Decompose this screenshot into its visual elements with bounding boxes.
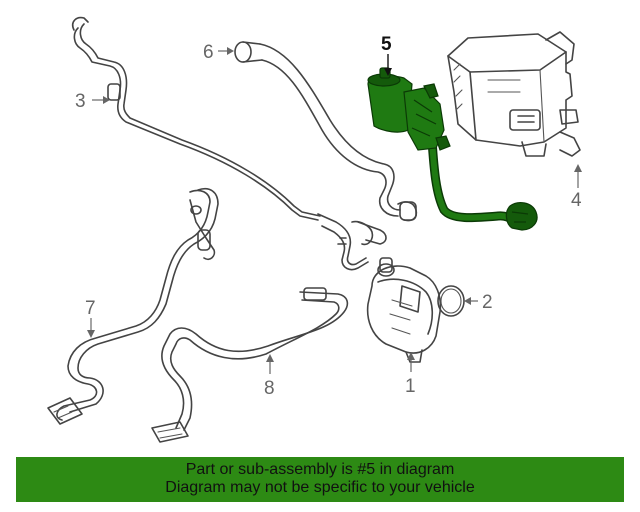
callout-1-label: 1	[405, 376, 416, 397]
callout-2: 2	[464, 292, 493, 313]
callout-8: 8	[264, 354, 275, 399]
callout-8-label: 8	[264, 378, 275, 399]
part-5-purge-valve-assembly[interactable]	[367, 67, 538, 231]
callout-3-label: 3	[75, 91, 86, 112]
callout-2-label: 2	[482, 292, 493, 313]
part-7-hose[interactable]	[47, 188, 219, 425]
evap-canister[interactable]	[447, 31, 581, 157]
callout-4: 4	[571, 164, 582, 211]
highlight-banner: Part or sub-assembly is #5 in diagram Di…	[16, 457, 624, 502]
banner-line-1: Part or sub-assembly is #5 in diagram	[185, 461, 455, 478]
part-6-hose[interactable]	[234, 41, 418, 222]
callout-6: 6	[203, 42, 234, 63]
parts-diagram: 1 2 3 4 5 6 7 8	[47, 16, 582, 443]
callout-6-label: 6	[203, 42, 214, 63]
callout-1: 1	[405, 352, 416, 397]
callout-7: 7	[85, 298, 96, 338]
callout-7-label: 7	[85, 298, 96, 319]
part-2-o-ring[interactable]	[437, 285, 465, 317]
part-1-pump-body[interactable]	[366, 257, 442, 363]
callout-5-label: 5	[381, 34, 392, 55]
callout-5: 5	[381, 34, 392, 76]
callout-3: 3	[75, 91, 110, 112]
callout-4-label: 4	[571, 190, 582, 211]
part-8-hose[interactable]	[151, 287, 349, 443]
banner-line-2: Diagram may not be specific to your vehi…	[165, 479, 475, 496]
part-3-hose[interactable]	[71, 16, 387, 271]
